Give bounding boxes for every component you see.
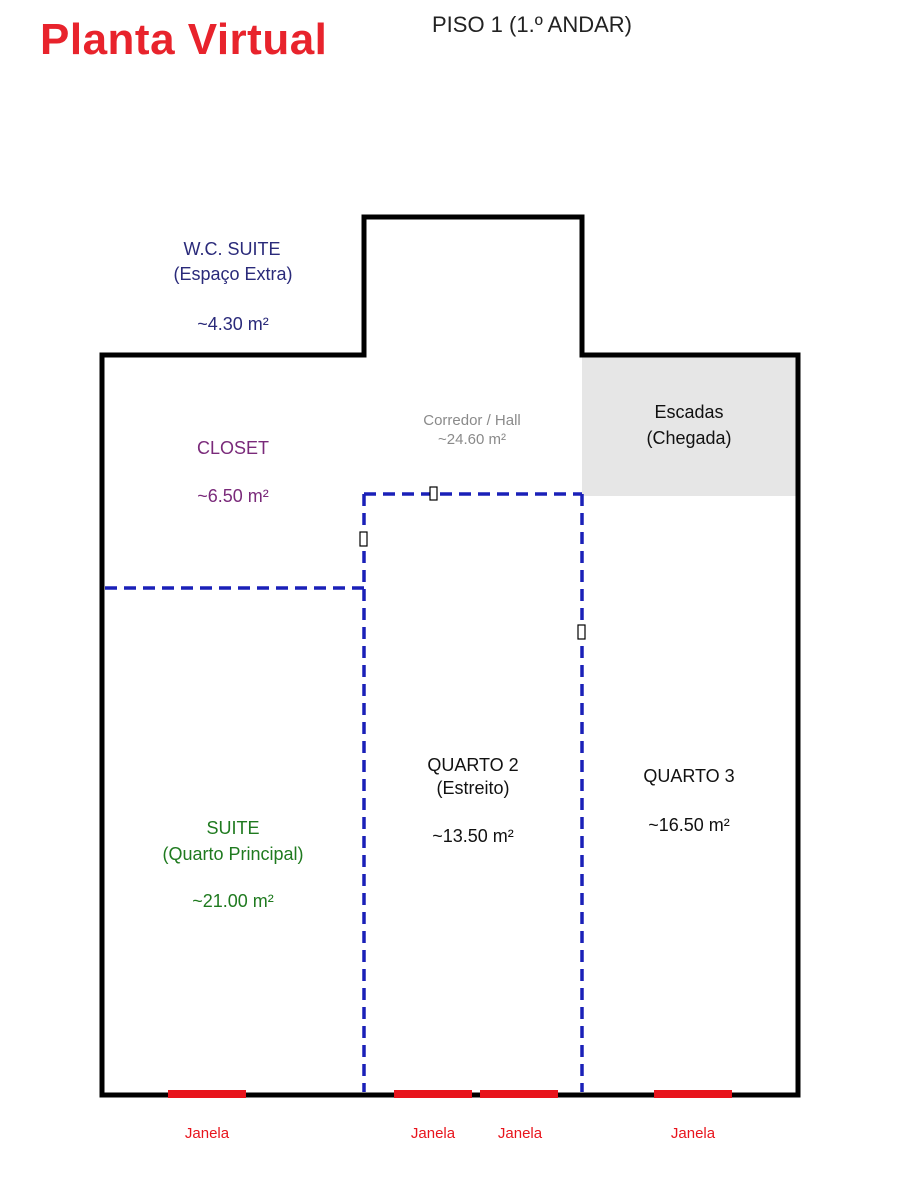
stairs-subtitle: (Chegada) — [646, 428, 731, 448]
hall-name: Corredor / Hall — [423, 412, 521, 429]
quarto2-subtitle: (Estreito) — [436, 778, 509, 798]
hall-area: ~24.60 m² — [438, 431, 506, 448]
wc-subtitle: (Espaço Extra) — [173, 264, 292, 284]
window-label: Janela — [411, 1125, 456, 1142]
stairs-name: Escadas — [654, 402, 723, 422]
quarto2-area: ~13.50 m² — [432, 826, 514, 846]
door-marker-quarto3 — [577, 624, 586, 640]
floor-title: PISO 1 (1.º ANDAR) — [432, 12, 632, 37]
brand-title: Planta Virtual — [40, 15, 328, 64]
wc-name: W.C. SUITE — [183, 239, 280, 259]
quarto3-area: ~16.50 m² — [648, 815, 730, 835]
window-label: Janela — [671, 1125, 716, 1142]
window-label: Janela — [185, 1125, 230, 1142]
outer-walls — [99, 214, 801, 1098]
window-label: Janela — [498, 1125, 543, 1142]
wc-area: ~4.30 m² — [197, 314, 269, 334]
closet-name: CLOSET — [197, 438, 269, 458]
door-marker-suite — [359, 531, 368, 547]
suite-area: ~21.00 m² — [192, 891, 274, 911]
stairs-area — [582, 356, 798, 496]
quarto3-name: QUARTO 3 — [643, 766, 734, 786]
door-marker-quarto2-top — [429, 486, 438, 501]
suite-name: SUITE — [206, 818, 259, 838]
quarto2-name: QUARTO 2 — [427, 755, 518, 775]
closet-area: ~6.50 m² — [197, 486, 269, 506]
suite-subtitle: (Quarto Principal) — [162, 844, 303, 864]
